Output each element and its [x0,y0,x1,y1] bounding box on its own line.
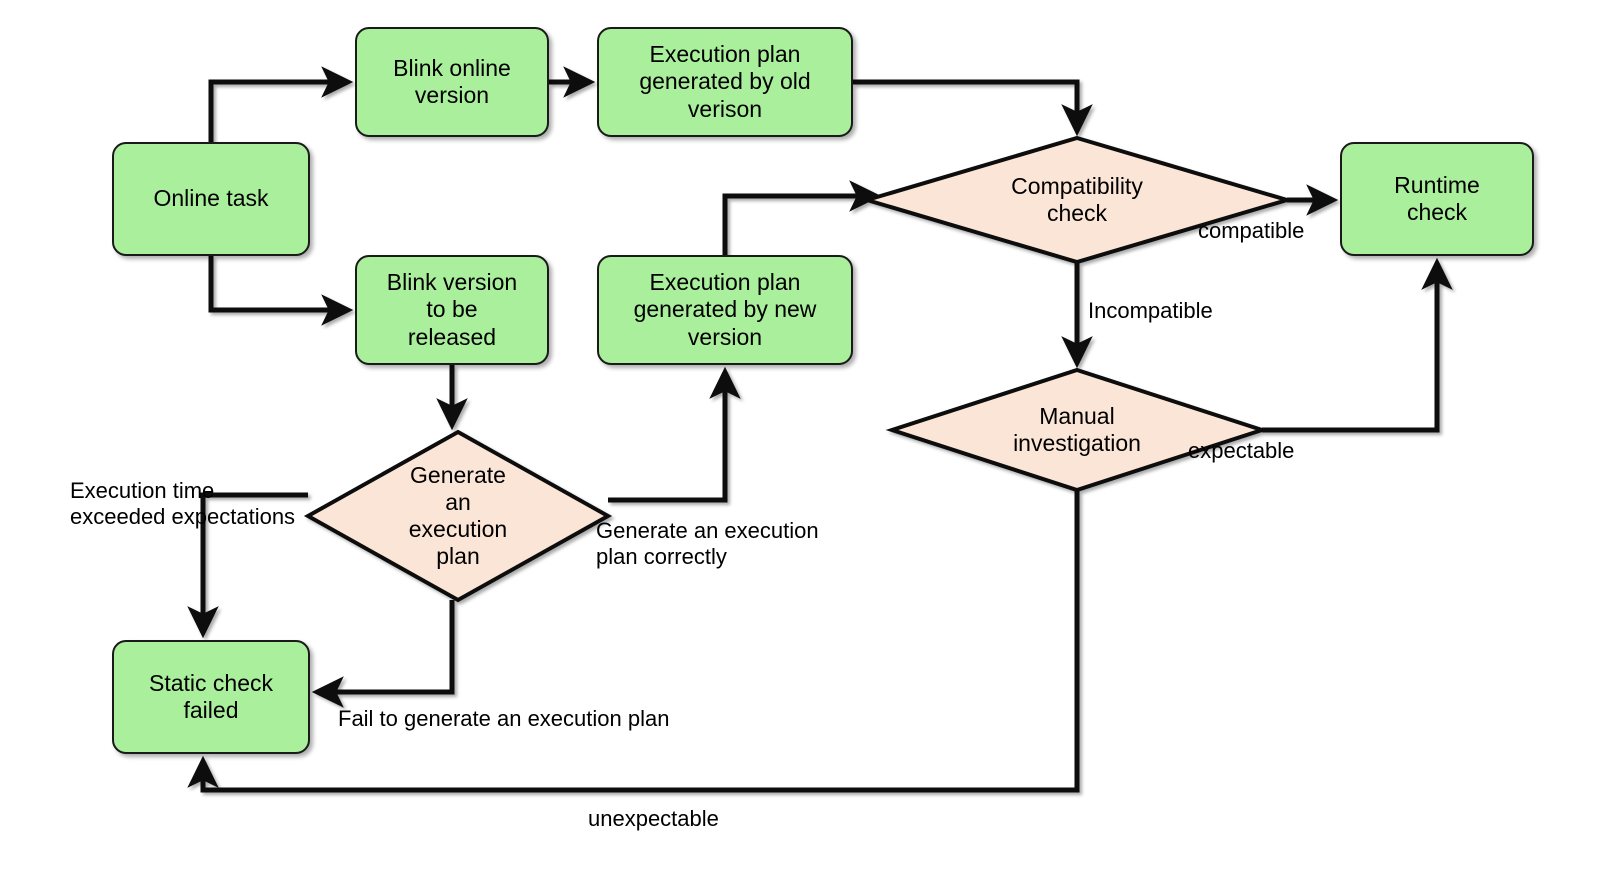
node-execution-plan-new-version[interactable]: Execution plan generated by new version [597,255,853,365]
edge-manual-to-static-check-failed [187,490,1080,793]
edge-generate-to-plan-new [608,366,741,503]
edge-label-execution-time-exceeded: Execution time exceeded expectations [70,478,296,530]
edge-exec-time-to-static-check-failed [187,492,308,639]
decision-generate-plan [303,429,613,603]
edge-plan-old-to-compatibility [853,79,1093,137]
edge-plan-new-to-compatibility [722,180,882,255]
edge-online-task-to-blink-to-release [208,256,354,326]
edge-label-generate-plan-correctly: Generate an execution plan correctly [596,518,819,570]
decision-compatibility-check [859,135,1295,265]
node-static-check-failed[interactable]: Static check failed [112,640,310,754]
decision-manual-investigation [885,367,1269,493]
edge-manual-to-runtime [1262,257,1453,433]
node-online-task[interactable]: Online task [112,142,310,256]
edge-label-fail-to-generate: Fail to generate an execution plan [338,706,670,731]
node-blink-online-version[interactable]: Blink online version [355,27,549,137]
edge-label-expectable: expectable [1188,438,1295,463]
edge-generate-to-static-check-failed [311,600,455,708]
edge-label-unexpectable: unexpectable [588,806,719,831]
node-blink-version-to-be-released[interactable]: Blink version to be released [355,255,549,365]
edge-label-compatible: compatible [1198,218,1305,243]
node-runtime-check[interactable]: Runtime check [1340,142,1534,256]
edge-online-task-to-blink-online [208,66,354,142]
edge-label-incompatible: Incompatible [1088,298,1213,323]
node-execution-plan-old-version[interactable]: Execution plan generated by old verison [597,27,853,137]
